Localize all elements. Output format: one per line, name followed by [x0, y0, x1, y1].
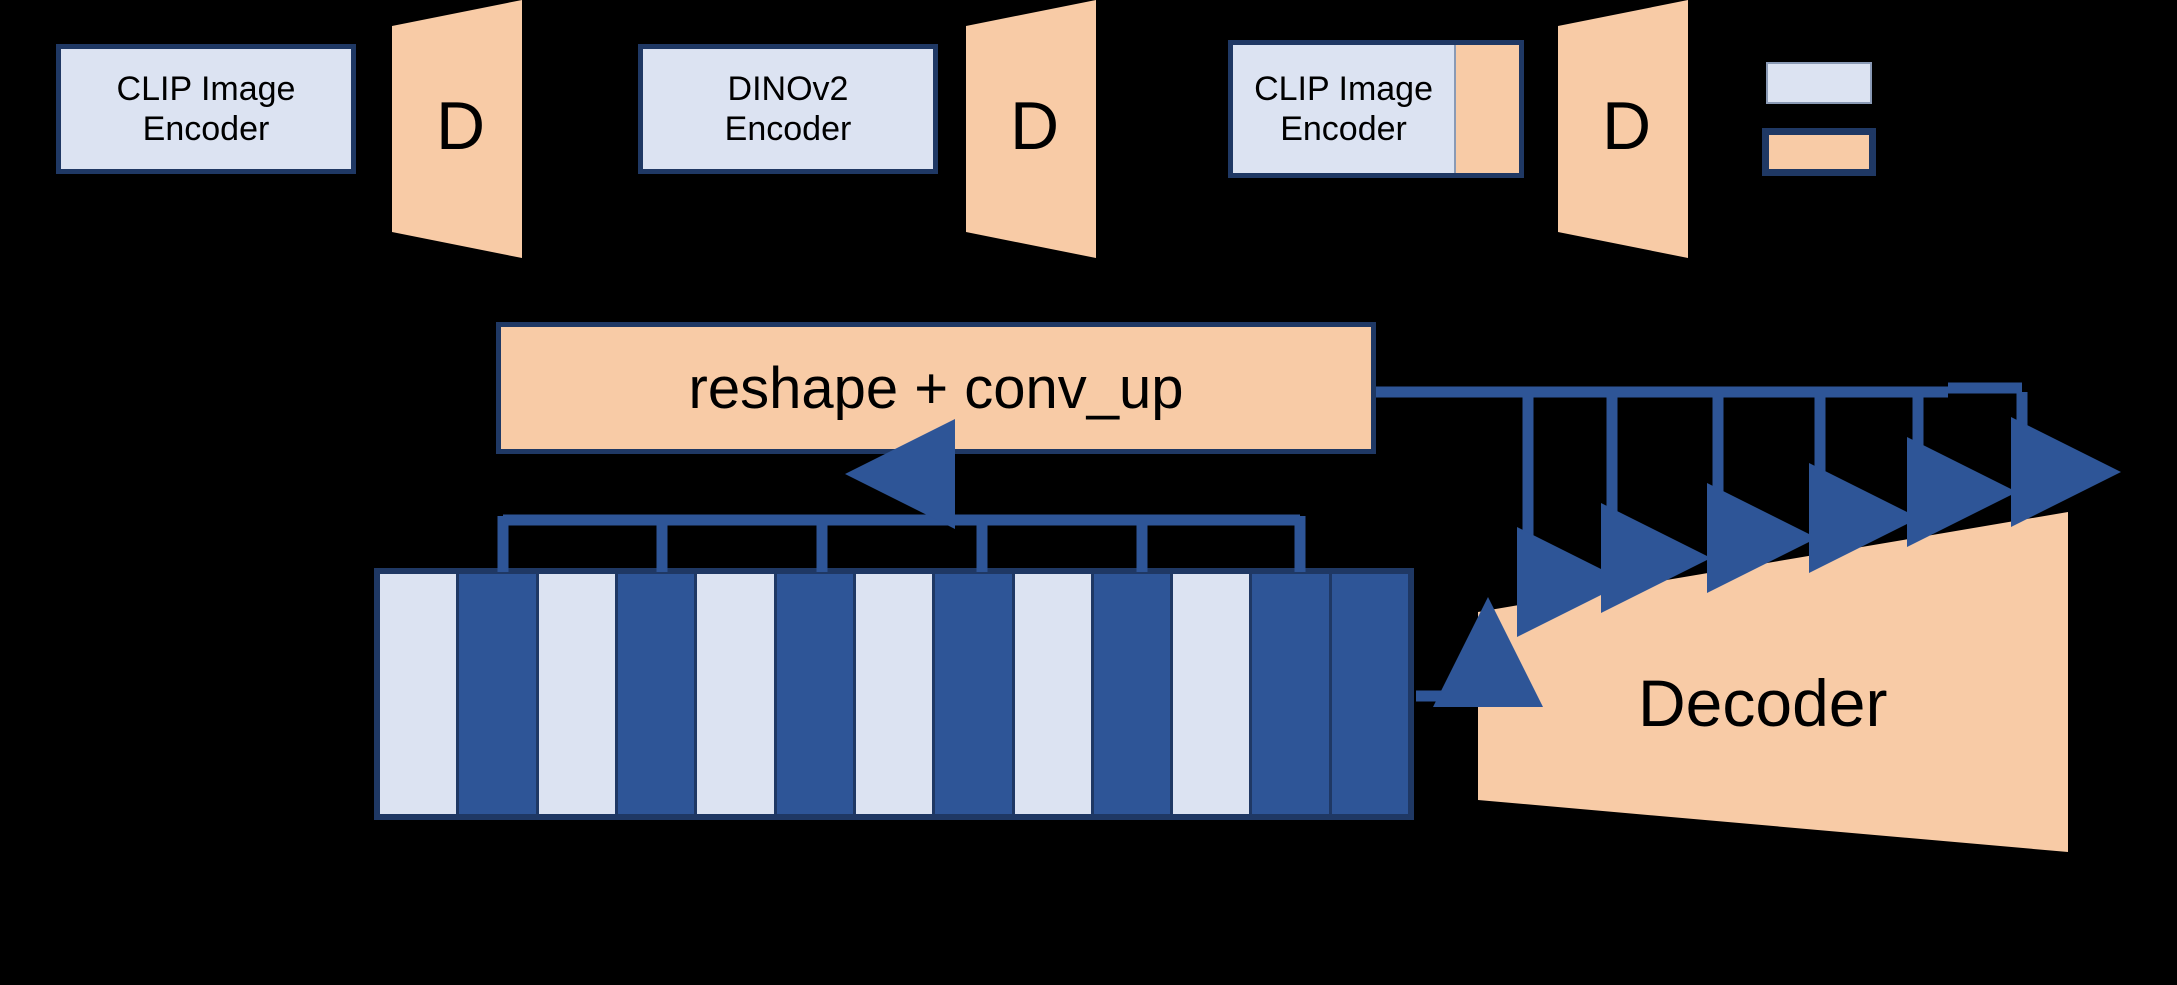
diffusion-block-2-label: D: [1010, 88, 1060, 164]
transformer-layer-stripe[interactable]: [1173, 574, 1253, 814]
reshape-conv-up-bar[interactable]: reshape + conv_up: [496, 322, 1376, 454]
transformer-layer-stack[interactable]: [374, 568, 1414, 820]
transformer-layer-stripe[interactable]: [855, 574, 936, 814]
transformer-layer-stripe[interactable]: [1093, 574, 1174, 814]
encoder-label-1-line1: CLIP Image: [116, 69, 296, 108]
transformer-layer-stripe[interactable]: [1252, 574, 1332, 814]
encoder-box-clip-image-2-inner: CLIP Image Encoder: [1233, 45, 1519, 173]
diffusion-block-2[interactable]: D: [966, 0, 1096, 258]
legend-swatch-orange: [1762, 128, 1876, 176]
reshape-conv-up-label: reshape + conv_up: [688, 355, 1184, 421]
diffusion-block-1-shape: [392, 0, 522, 258]
diffusion-block-3-shape: [1558, 0, 1688, 258]
transformer-layer-stripe[interactable]: [380, 574, 460, 814]
decoder-block[interactable]: Decoder: [1478, 512, 2068, 852]
decoder-label: Decoder: [1638, 666, 1888, 740]
diffusion-block-1[interactable]: D: [392, 0, 522, 258]
diffusion-block-3-label: D: [1602, 88, 1652, 164]
encoder-label-2-line2: Encoder: [724, 110, 852, 148]
diffusion-block-3[interactable]: D: [1558, 0, 1688, 258]
feature-comb-connector: [497, 419, 1306, 572]
encoder-label-2: DINOv2 Encoder: [725, 69, 852, 149]
encoder-box-clip-image-2[interactable]: CLIP Image Encoder: [1228, 40, 1524, 178]
encoder-label-1: CLIP Image Encoder: [117, 69, 296, 149]
transformer-layer-stripe[interactable]: [776, 574, 856, 814]
diffusion-block-1-label: D: [436, 88, 486, 164]
transformer-layer-stripe[interactable]: [697, 574, 777, 814]
diffusion-block-2-shape: [966, 0, 1096, 258]
encoder-label-3-line2: Encoder: [1280, 110, 1407, 148]
encoder-box-clip-image-2-orange-segment: [1456, 45, 1519, 173]
transformer-layer-stripe[interactable]: [459, 574, 539, 814]
transformer-layer-stripe[interactable]: [1331, 574, 1409, 814]
encoder-box-dinov2[interactable]: DINOv2 Encoder: [638, 44, 938, 174]
encoder-box-clip-image-1[interactable]: CLIP Image Encoder: [56, 44, 356, 174]
transformer-layer-stripe[interactable]: [538, 574, 618, 814]
encoder-label-2-line1: DINOv2: [727, 69, 849, 108]
legend-swatch-light-blue: [1766, 62, 1872, 104]
encoder-label-3: CLIP Image Encoder: [1233, 45, 1457, 173]
transformer-layer-stripe[interactable]: [935, 574, 1015, 814]
transformer-layer-stripe[interactable]: [617, 574, 698, 814]
encoder-label-3-line1: CLIP Image: [1254, 69, 1433, 108]
encoder-label-1-line2: Encoder: [142, 110, 270, 148]
transformer-layer-stripe[interactable]: [1014, 574, 1094, 814]
